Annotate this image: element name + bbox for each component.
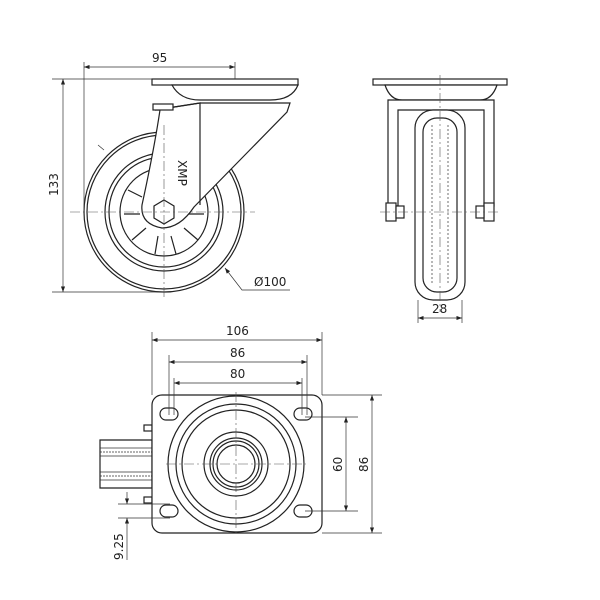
dim-95: 95 xyxy=(152,51,167,65)
dim-86-horizontal: 86 xyxy=(230,346,245,360)
dim-9-25: 9.25 xyxy=(112,533,126,560)
dim-106: 106 xyxy=(226,324,249,338)
dim-133: 133 xyxy=(47,173,61,196)
dim-diameter: Ø100 xyxy=(254,275,286,289)
dim-60: 60 xyxy=(331,457,345,472)
dim-86-vertical: 86 xyxy=(357,457,371,472)
top-view: 106 86 80 60 86 9.25 xyxy=(99,324,382,560)
dim-28: 28 xyxy=(432,302,447,316)
dim-80: 80 xyxy=(230,367,245,381)
side-view: XMP 95 133 Ø100 xyxy=(47,51,299,300)
logo: XMP xyxy=(175,160,189,186)
wheel-spokes xyxy=(124,189,204,255)
front-view: 28 xyxy=(372,75,508,323)
